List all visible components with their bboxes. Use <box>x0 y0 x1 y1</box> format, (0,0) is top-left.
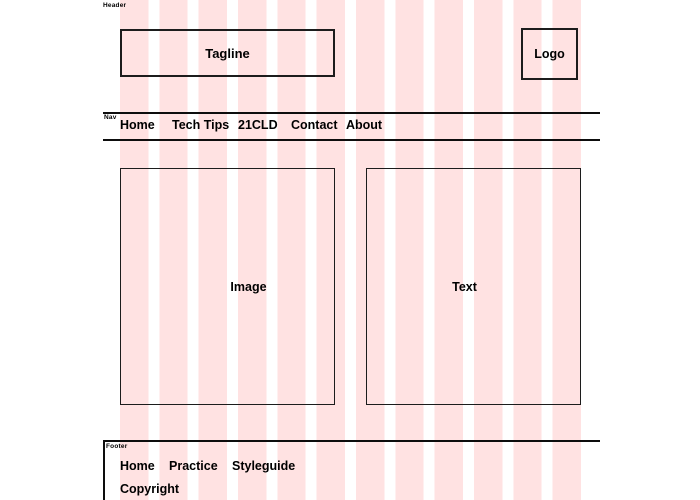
layout-grid-overlay <box>120 0 581 500</box>
footer-link-home[interactable]: Home <box>120 459 155 473</box>
header-section-label: Header <box>103 2 127 9</box>
nav-bottom-rule <box>103 139 600 141</box>
nav-link-about[interactable]: About <box>346 118 383 132</box>
footer-left-rule <box>103 440 105 500</box>
tagline-box: Tagline <box>120 29 335 77</box>
footer-section-label: Footer <box>106 443 128 450</box>
footer-link-styleguide[interactable]: Styleguide <box>232 459 296 473</box>
image-placeholder-label: Image <box>230 279 267 294</box>
footer-link-copyright[interactable]: Copyright <box>120 482 180 496</box>
nav-section-label: Nav <box>104 113 117 121</box>
nav-link-home[interactable]: Home <box>120 118 155 132</box>
nav-link-tech-tips[interactable]: Tech Tips <box>172 118 230 132</box>
logo-box: Logo <box>521 28 578 80</box>
text-placeholder-label: Text <box>452 279 477 294</box>
footer-link-practice[interactable]: Practice <box>169 459 218 473</box>
image-placeholder-box: Image <box>120 168 335 405</box>
nav-link-contact[interactable]: Contact <box>291 118 338 132</box>
nav-top-rule <box>103 112 600 114</box>
logo-label: Logo <box>534 47 565 61</box>
footer-top-rule <box>103 440 600 442</box>
tagline-label: Tagline <box>205 45 250 61</box>
nav-link-21cld[interactable]: 21CLD <box>238 118 278 132</box>
text-placeholder-box: Text <box>366 168 581 405</box>
